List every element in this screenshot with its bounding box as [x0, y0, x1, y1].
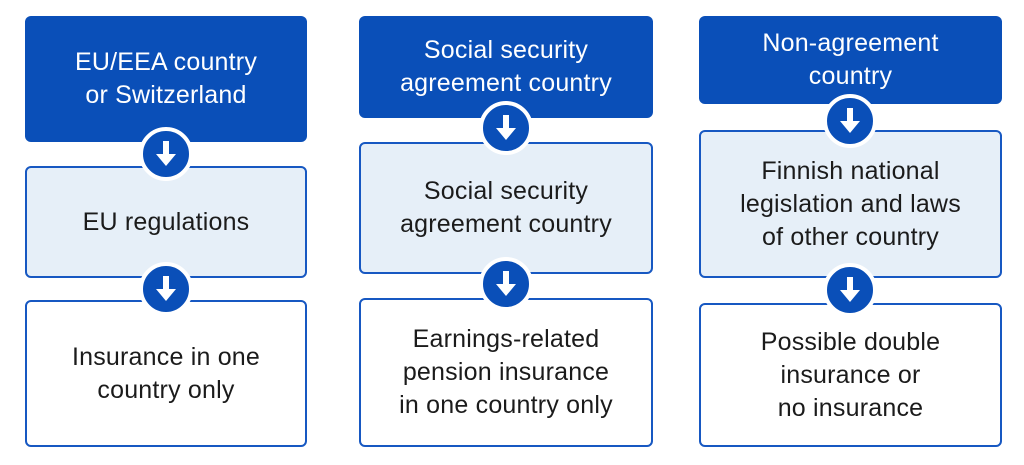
bottom-box: Earnings-related pension insurance in on… [359, 298, 653, 447]
header-label: Social security agreement country [400, 36, 612, 97]
middle-label: EU regulations [82, 207, 250, 236]
arrow-down-icon [823, 94, 877, 148]
column-agreement: Social security agreement country Social… [359, 0, 653, 465]
middle-box: Social security agreement country [359, 142, 653, 274]
header-box: Social security agreement country [359, 16, 653, 118]
bottom-box: Possible double insurance or no insuranc… [699, 303, 1002, 447]
bottom-label: Possible double insurance or no insuranc… [760, 327, 941, 422]
middle-label: Finnish national legislation and laws of… [740, 156, 961, 251]
header-label: Non-agreement country [762, 29, 939, 90]
middle-box: Finnish national legislation and laws of… [699, 130, 1002, 278]
arrow-down-icon [479, 101, 533, 155]
arrow-down-icon [139, 262, 193, 316]
bottom-box: Insurance in one country only [25, 300, 307, 447]
bottom-label: Earnings-related pension insurance in on… [399, 325, 613, 419]
column-eu-eea: EU/EEA country or Switzerland EU regulat… [25, 0, 307, 465]
arrow-down-icon [139, 127, 193, 181]
arrow-down-icon [479, 257, 533, 311]
header-box: Non-agreement country [699, 16, 1002, 104]
header-label: EU/EEA country or Switzerland [74, 48, 258, 109]
arrow-down-icon [823, 263, 877, 317]
header-box: EU/EEA country or Switzerland [25, 16, 307, 142]
middle-box: EU regulations [25, 166, 307, 278]
column-non-agreement: Non-agreement country Finnish national l… [699, 0, 1002, 465]
middle-label: Social security agreement country [400, 177, 612, 238]
bottom-label: Insurance in one country only [71, 342, 261, 404]
